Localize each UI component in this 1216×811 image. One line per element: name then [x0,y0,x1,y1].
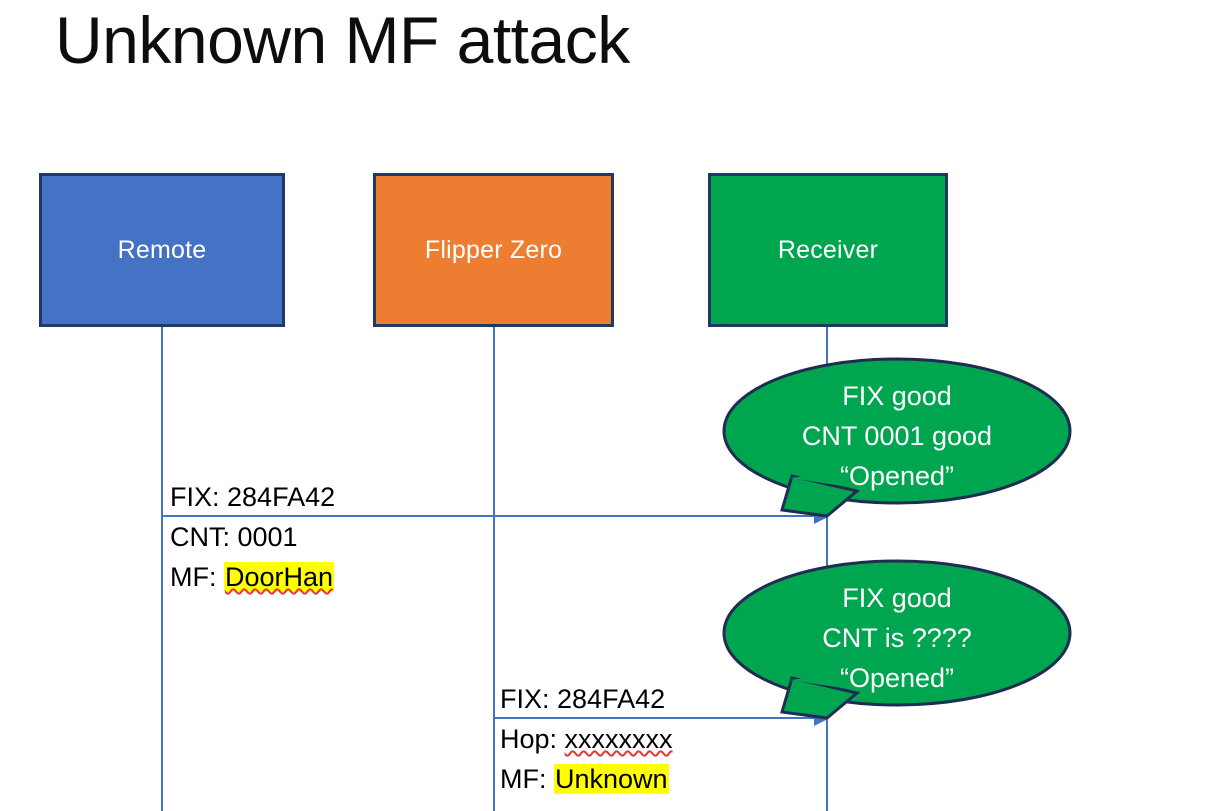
lifeline-remote [161,327,163,811]
message-line: MF: Unknown [500,759,673,799]
message-line-value: 0001 [237,522,298,552]
message-line-value: 284FA42 [227,482,336,512]
actor-box-flipper-zero[interactable]: Flipper Zero [373,173,614,327]
message-line-prefix: MF: [500,764,554,794]
message-line-prefix: Hop: [500,724,565,754]
actor-label-receiver: Receiver [777,235,879,264]
message-line: CNT: 0001 [170,517,335,557]
page-title: Unknown MF attack [55,3,630,77]
message-line: FIX: 284FA42 [500,679,673,719]
message-line-prefix: MF: [170,562,224,592]
message-line-value: 284FA42 [557,684,666,714]
actor-box-receiver[interactable]: Receiver [708,173,948,327]
callout-shape [722,357,1072,518]
message-line-prefix: FIX: [170,482,228,512]
message-line-value-spellchecked: xxxxxxxx [564,724,673,754]
message-line-prefix: CNT: [170,522,238,552]
message-label-flipper-to-receiver: FIX: 284FA42 Hop: xxxxxxxx MF: Unknown [500,679,673,799]
message-label-remote-to-receiver: FIX: 284FA42 CNT: 0001 MF: DoorHan [170,477,335,597]
callout-shape [722,559,1072,720]
message-line-value-highlighted: DoorHan [224,562,335,592]
actor-label-flipper-zero: Flipper Zero [424,235,563,264]
message-line: FIX: 284FA42 [170,477,335,517]
actor-box-remote[interactable]: Remote [39,173,285,327]
message-line: Hop: xxxxxxxx [500,719,673,759]
callout-bubble-receiver-second[interactable]: FIX good CNT is ???? “Opened” [722,559,1072,720]
message-line-value-highlighted: Unknown [554,764,669,794]
message-line: MF: DoorHan [170,557,335,597]
message-line-prefix: FIX: [500,684,558,714]
callout-bubble-receiver-first[interactable]: FIX good CNT 0001 good “Opened” [722,357,1072,518]
actor-label-remote: Remote [117,235,207,264]
lifeline-flipper-zero [493,327,495,811]
